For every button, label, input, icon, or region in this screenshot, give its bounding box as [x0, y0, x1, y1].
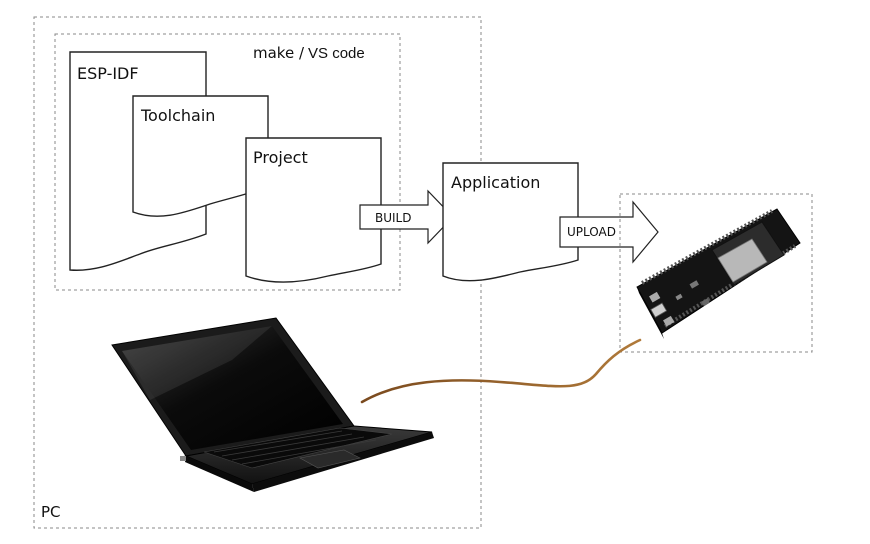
build-environment-label-make: make /	[253, 44, 305, 62]
build-arrow	[359, 189, 454, 245]
upload-arrow-label: UPLOAD	[567, 225, 616, 239]
build-environment-region	[54, 33, 401, 291]
laptop	[111, 317, 434, 492]
esp32-devkit-board	[636, 208, 801, 339]
application-label: Application	[451, 173, 540, 192]
usb-cable	[360, 338, 642, 404]
project-document	[245, 137, 382, 283]
toolchain-label: Toolchain	[140, 106, 215, 125]
project-label: Project	[253, 148, 308, 167]
esp-idf-label: ESP-IDF	[77, 64, 139, 83]
build-environment-label: make /VS code	[253, 44, 365, 62]
pc-label: PC	[41, 503, 61, 521]
dev-board-region	[619, 193, 813, 353]
build-arrow-label: BUILD	[375, 211, 411, 225]
application-document	[442, 162, 579, 282]
build-environment-label-vscode: VS code	[308, 45, 365, 62]
upload-arrow	[559, 200, 659, 264]
